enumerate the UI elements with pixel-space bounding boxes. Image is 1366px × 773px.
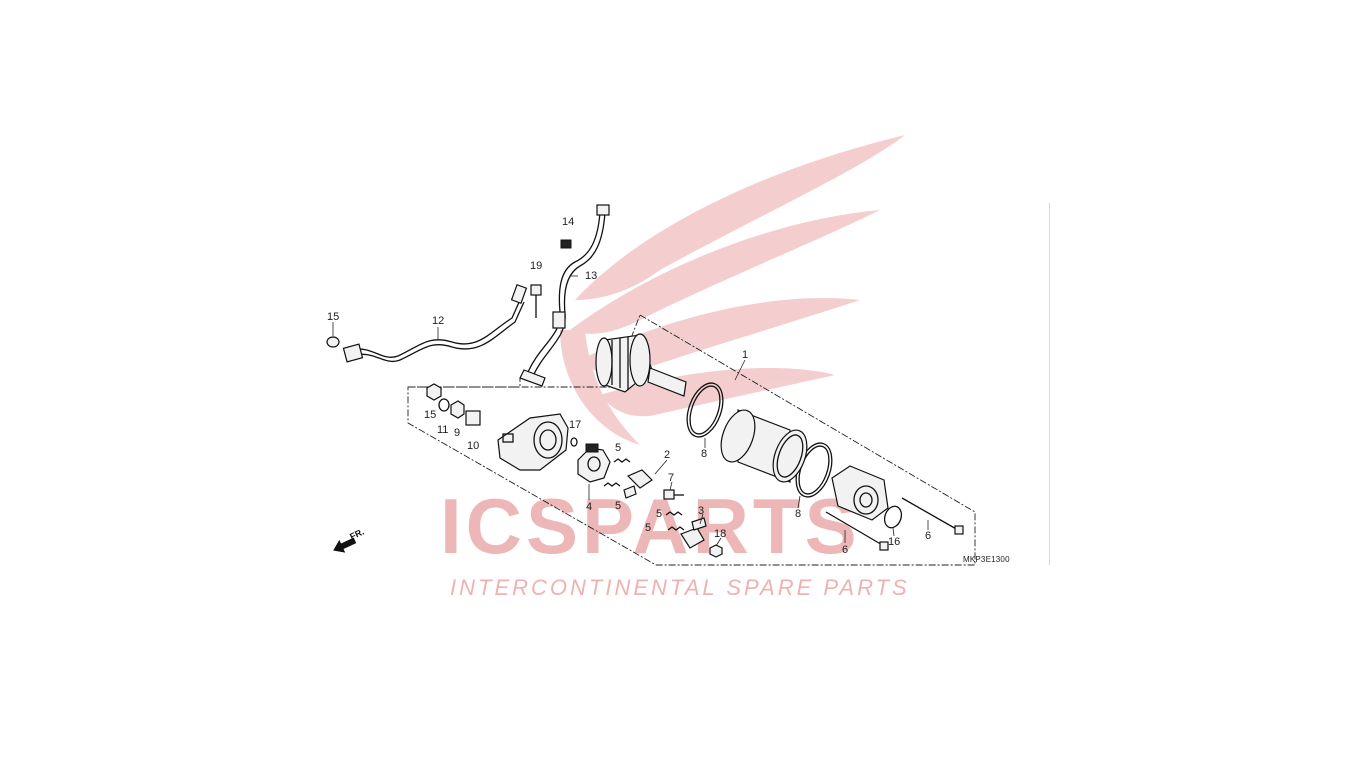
callout-15b: 15: [424, 409, 436, 421]
through-bolts-6: [825, 497, 964, 551]
callout-19: 19: [530, 260, 542, 272]
watermark-tagline: INTERCONTINENTAL SPARE PARTS: [450, 575, 910, 600]
direction-label: FR.: [348, 527, 365, 542]
callout-4: 4: [586, 501, 592, 513]
callout-13: 13: [585, 270, 597, 282]
callout-18: 18: [714, 528, 726, 540]
callout-10: 10: [467, 440, 479, 452]
watermark-brand: ICSPARTS: [440, 482, 861, 570]
callout-1: 1: [742, 349, 748, 361]
callout-5b: 5: [615, 500, 621, 512]
front-direction-indicator: FR.: [333, 527, 366, 553]
springs-brushes: [603, 458, 707, 549]
wing-logo-watermark: [560, 135, 905, 445]
callout-6b: 6: [925, 530, 931, 542]
callout-6a: 6: [842, 544, 848, 556]
brush-holder-4: [577, 443, 611, 483]
small-hardware: [426, 383, 481, 426]
callout-9: 9: [454, 427, 460, 439]
callout-16: 16: [888, 536, 900, 548]
o-rings-8: [686, 382, 833, 498]
rear-cover: [831, 465, 889, 521]
leader-lines: [588, 359, 929, 547]
divider-line: [1049, 203, 1050, 565]
callout-15a: 15: [327, 311, 339, 323]
callout-17: 17: [569, 419, 581, 431]
callout-7: 7: [668, 472, 674, 484]
callout-5d: 5: [645, 522, 651, 534]
callout-3: 3: [698, 505, 704, 517]
diagram-ref-code: MKP3E1300: [963, 555, 1010, 564]
assembly-boundary: [407, 314, 976, 566]
callout-11: 11: [437, 424, 448, 436]
yoke-housing: [720, 409, 808, 483]
harness-13: [519, 204, 610, 387]
callout-2: 2: [664, 449, 670, 461]
bolt-19: [530, 284, 542, 318]
harness-12: [326, 284, 528, 363]
callout-12: 12: [432, 315, 444, 327]
callout-5a: 5: [615, 442, 621, 454]
front-cover: [497, 413, 569, 471]
arrow-left-icon: [333, 537, 357, 553]
callout-5c: 5: [656, 508, 662, 520]
armature: [595, 333, 687, 397]
callout-14: 14: [562, 216, 574, 228]
screws: [570, 437, 723, 558]
callout-8a: 8: [701, 448, 707, 460]
callout-8b: 8: [795, 508, 801, 520]
o-ring-16: [883, 505, 903, 529]
callout-labels: 1 2 3 4 5 5 5 5 6 6 7 8 8 9 10 11 12 13 …: [327, 216, 931, 556]
